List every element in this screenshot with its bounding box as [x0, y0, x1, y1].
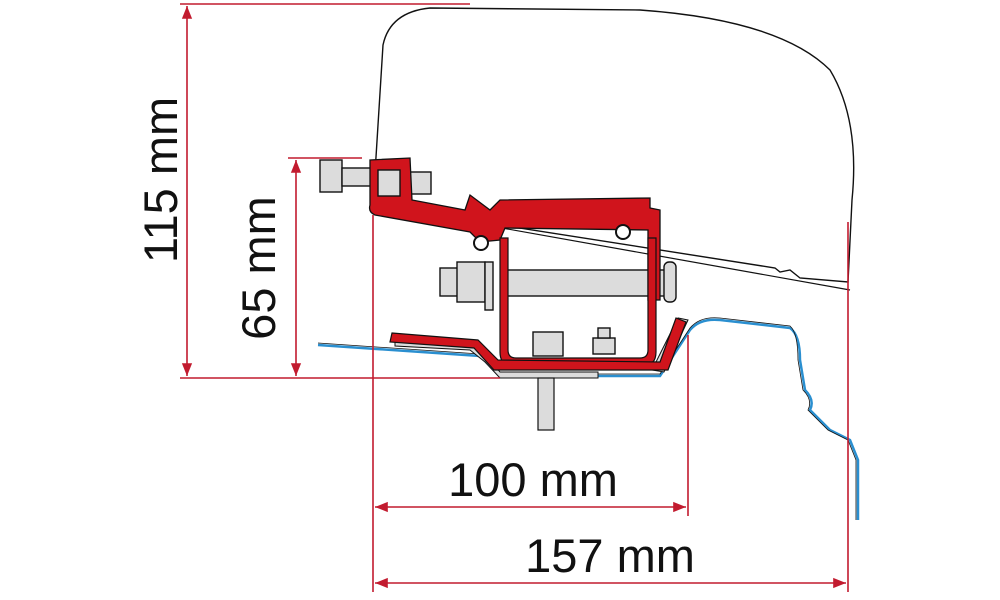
dimension-157: 157 mm: [374, 529, 846, 589]
inner-nut: [592, 337, 616, 355]
label-157mm: 157 mm: [525, 529, 695, 582]
awning-cover: [372, 7, 855, 283]
side-bolt: [439, 261, 677, 311]
bottom-bolt: [537, 377, 555, 431]
clamp-nut: [377, 169, 401, 197]
adapter-base: [389, 317, 687, 371]
label-115mm: 115 mm: [134, 97, 187, 263]
inner-bolt-tip: [597, 327, 611, 339]
label-65mm: 65 mm: [232, 196, 285, 340]
screw-icon: [615, 224, 631, 240]
vehicle-roof-outline: [317, 317, 857, 520]
vehicle-roof: [317, 318, 860, 520]
inner-bolt-head: [532, 331, 564, 357]
screw-icon: [473, 235, 489, 251]
label-100mm: 100 mm: [448, 453, 618, 506]
dimension-100: 100 mm: [374, 453, 686, 513]
dimension-65: 65 mm: [232, 157, 362, 377]
dimension-115: 115 mm: [134, 3, 500, 379]
adapter-channel: [499, 237, 657, 367]
